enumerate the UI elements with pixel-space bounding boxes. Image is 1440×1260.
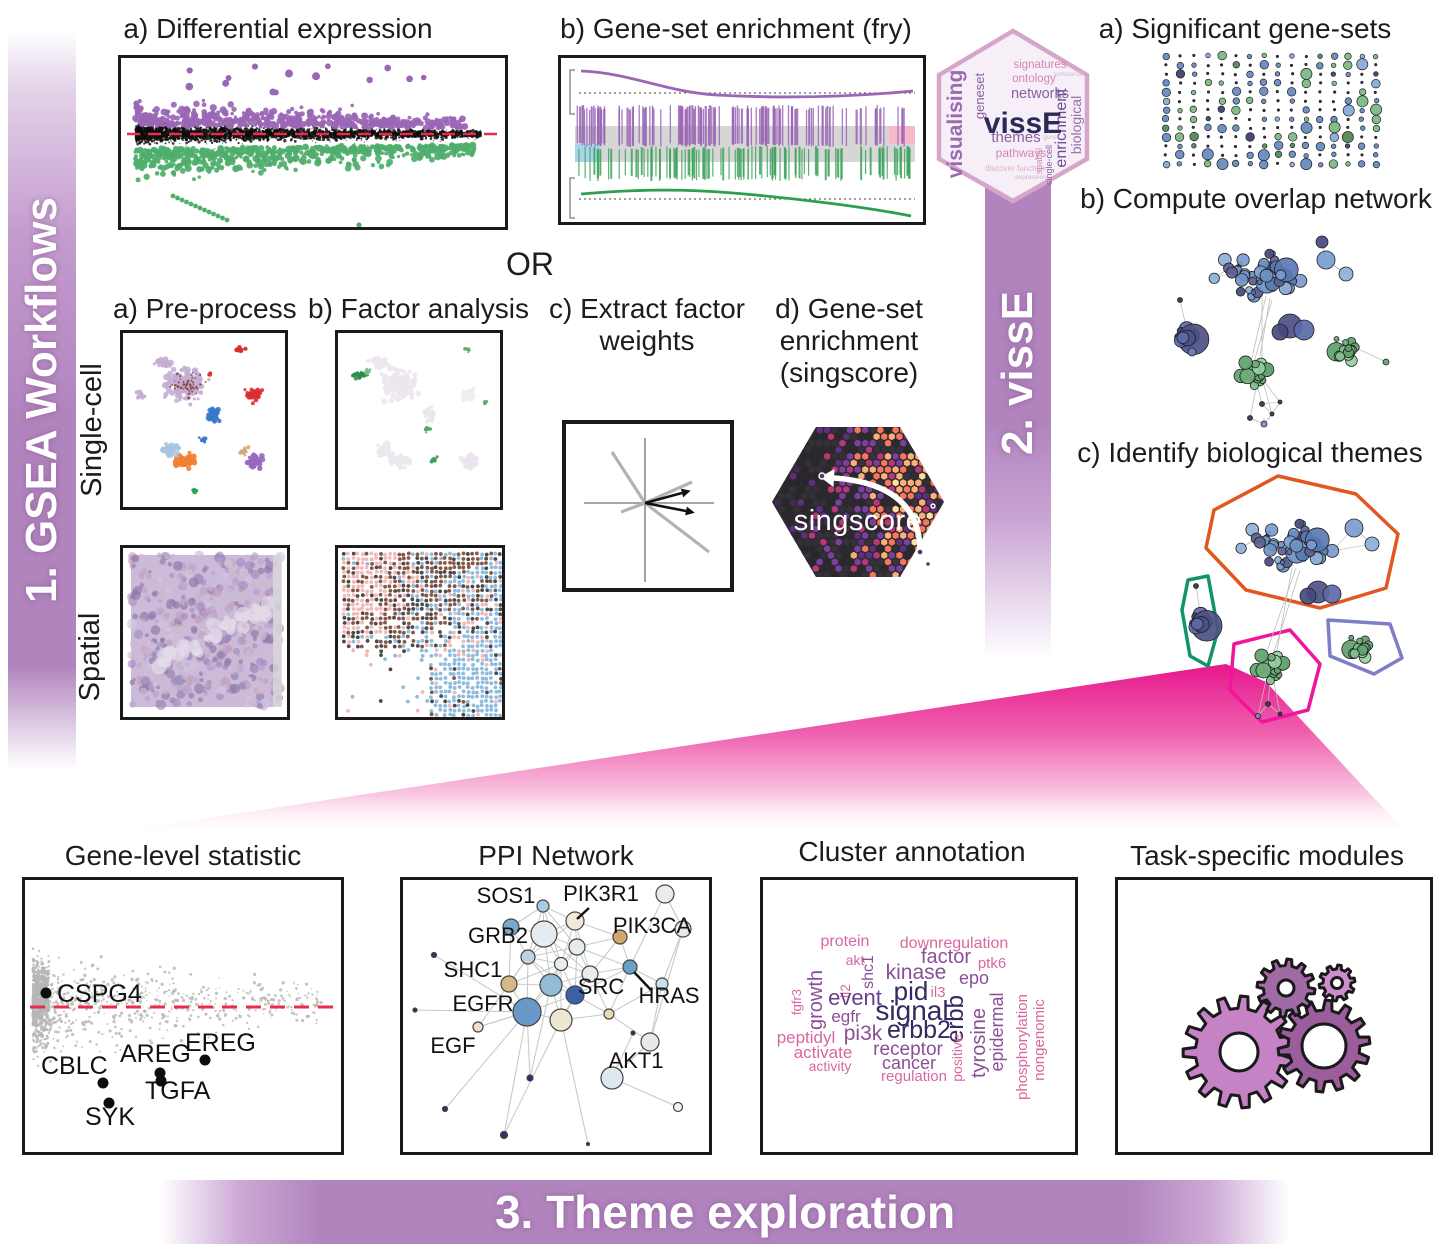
themes-network bbox=[1150, 468, 1412, 732]
svg-text:expression: expression bbox=[1015, 174, 1047, 181]
svg-text:visualising: visualising bbox=[944, 70, 967, 179]
svg-text:signatures: signatures bbox=[1013, 59, 1066, 71]
svg-text:spatial: spatial bbox=[1034, 148, 1044, 174]
svg-text:biological: biological bbox=[1068, 96, 1084, 154]
visse-banner-label: 2. vissE bbox=[989, 213, 1047, 533]
svg-text:summarise: summarise bbox=[1053, 72, 1083, 78]
svg-text:vissE: vissE bbox=[984, 107, 1062, 140]
visse-hex-logo: visualisinggenesetsignaturessummariseont… bbox=[928, 28, 1098, 204]
svg-text:ontology: ontology bbox=[1012, 73, 1056, 85]
